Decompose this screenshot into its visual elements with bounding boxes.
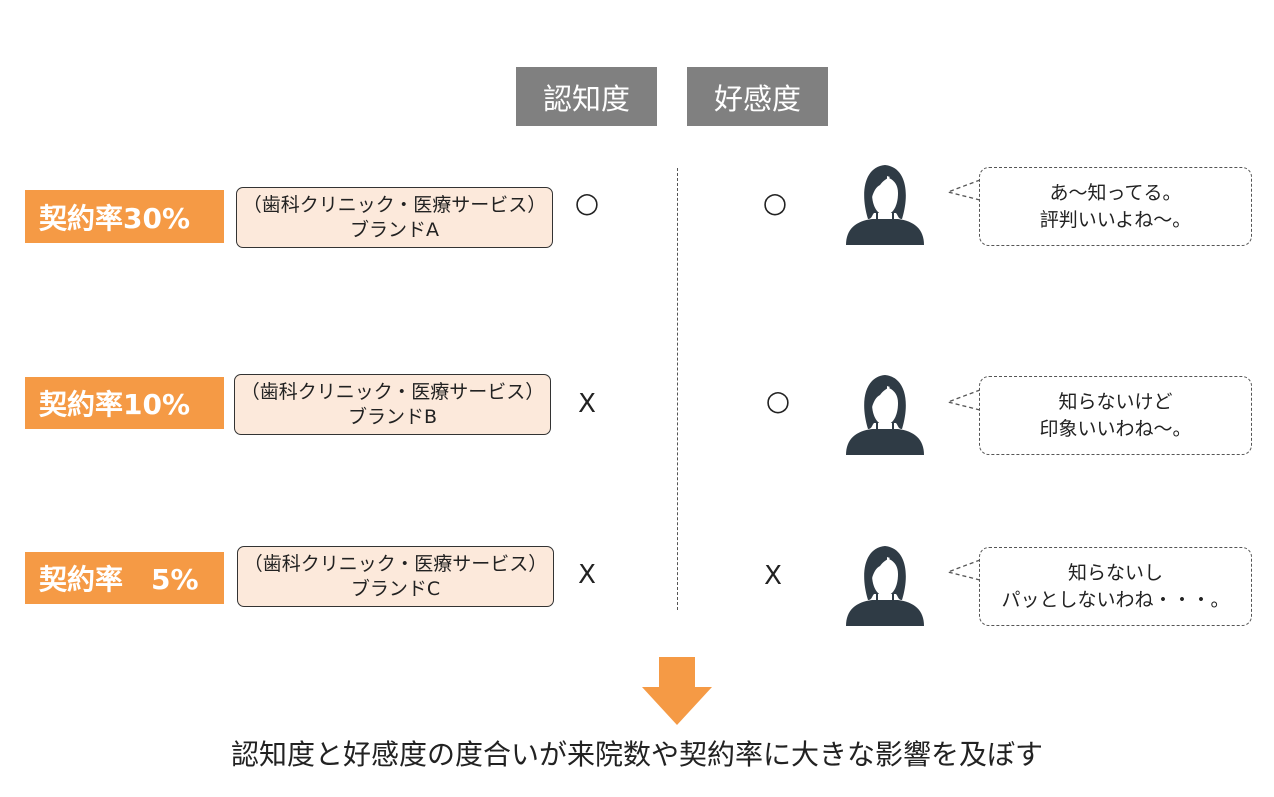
brand-category: （歯科クリニック・医療サービス） [240,380,545,403]
awareness-mark: X [578,389,596,419]
speech-bubble-tail [946,389,981,411]
down-arrow-icon [642,657,712,725]
person-avatar-icon [846,165,924,245]
speech-bubble-tail [946,179,981,201]
awareness-mark: ○ [574,186,600,219]
brand-category: （歯科クリニック・医療サービス） [243,552,548,575]
speech-bubble: あ～知ってる。 評判いいよね～。 [979,167,1252,246]
person-avatar-icon [846,375,924,455]
person-avatar-icon [846,546,924,626]
speech-line: パッとしないわね・・・。 [1001,588,1230,611]
favorability-mark: ○ [762,186,788,219]
brand-box: （歯科クリニック・医療サービス） ブランドA [236,187,553,248]
awareness-mark: X [578,560,596,590]
brand-box: （歯科クリニック・医療サービス） ブランドC [237,546,554,607]
contract-rate-label: 契約率10% [25,377,224,429]
brand-name: ブランドA [350,218,439,241]
speech-line: 知らないし [1067,561,1163,584]
favorability-mark: X [764,561,782,591]
favorability-mark: ○ [765,384,791,417]
speech-line: 評判いいよね～。 [1039,208,1192,231]
header-awareness: 認知度 [516,67,657,126]
brand-category: （歯科クリニック・医療サービス） [242,193,547,216]
speech-line: 知らないけど [1058,390,1173,413]
speech-bubble-tail [946,559,981,581]
brand-name: ブランドC [350,577,441,600]
speech-bubble: 知らないけど 印象いいわね～。 [979,376,1252,455]
contract-rate-label: 契約率30% [25,190,224,243]
speech-line: 印象いいわね～。 [1039,417,1192,440]
speech-bubble: 知らないし パッとしないわね・・・。 [979,547,1252,626]
brand-box: （歯科クリニック・医療サービス） ブランドB [234,374,551,435]
conclusion-text: 認知度と好感度の度合いが来院数や契約率に大きな影響を及ぼす [230,738,1043,771]
contract-rate-label: 契約率 5% [25,552,224,604]
header-favorability: 好感度 [687,67,828,126]
column-divider [677,168,678,610]
speech-line: あ～知ってる。 [1049,181,1182,204]
brand-name: ブランドB [347,405,438,428]
